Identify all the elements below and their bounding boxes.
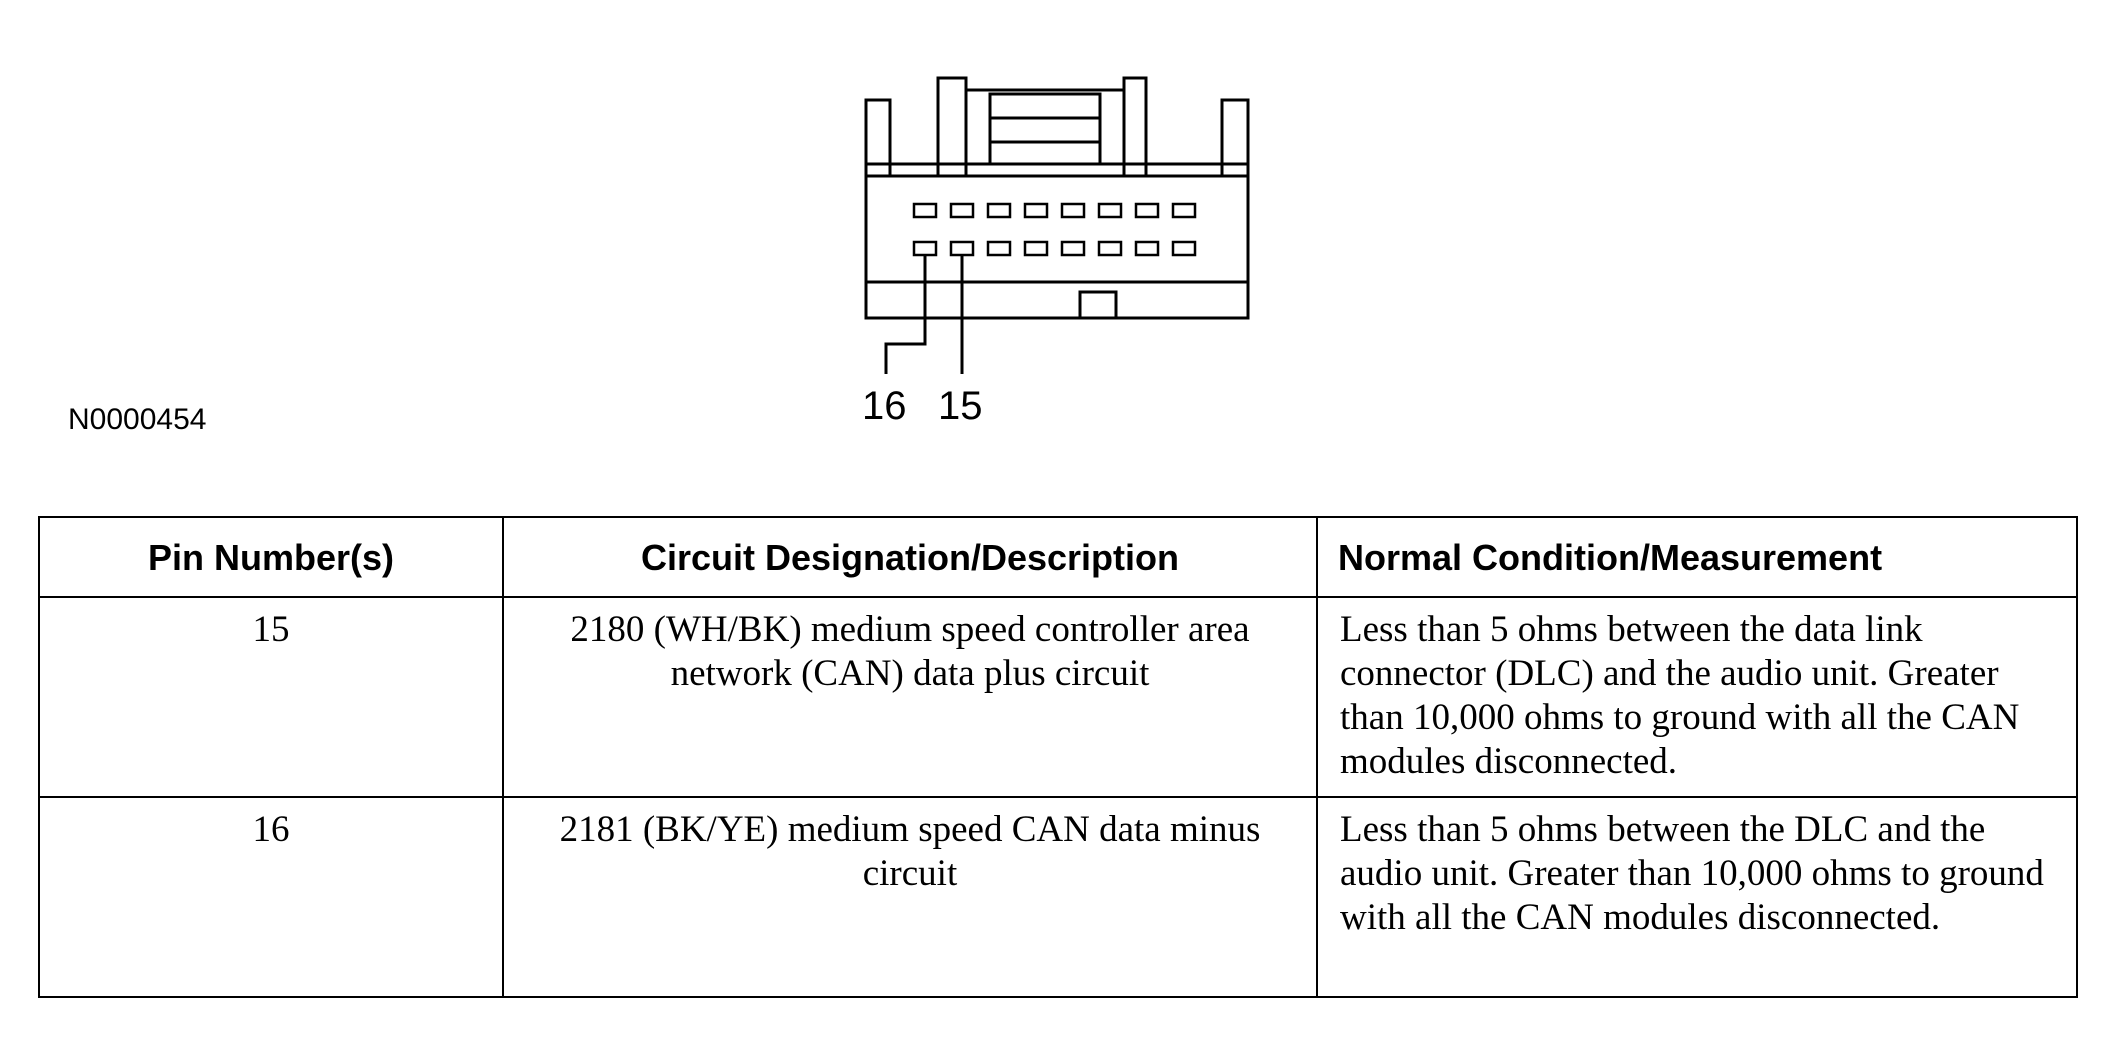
cavity-10 [1134, 240, 1160, 257]
cavity-3 [986, 202, 1012, 219]
cell-pin: 16 [38, 796, 504, 998]
header-circuit: Circuit Designation/Description [502, 516, 1318, 598]
table-header-row: Pin Number(s) Circuit Designation/Descri… [38, 516, 2078, 598]
table-row: 16 2181 (BK/YE) medium speed CAN data mi… [38, 796, 2078, 998]
cavity-12 [1060, 240, 1086, 257]
cavity-15 [949, 240, 975, 257]
cavity-5 [1060, 202, 1086, 219]
pin-table: Pin Number(s) Circuit Designation/Descri… [38, 516, 2078, 998]
cavity-6 [1097, 202, 1123, 219]
connector-right-post [1220, 98, 1250, 176]
cavity-2 [949, 202, 975, 219]
cell-pin: 15 [38, 596, 504, 798]
cavity-8 [1171, 202, 1197, 219]
terminal-cavities [912, 202, 1197, 257]
cell-circuit: 2181 (BK/YE) medium speed CAN data minus… [502, 796, 1318, 998]
table-row: 15 2180 (WH/BK) medium speed controller … [38, 596, 2078, 798]
cavity-4 [1023, 202, 1049, 219]
pin-label-16: 16 [862, 384, 907, 428]
cell-measurement: Less than 5 ohms between the DLC and the… [1316, 796, 2078, 998]
cavity-1 [912, 202, 938, 219]
diagram-id: N0000454 [68, 403, 207, 436]
cavity-13 [1023, 240, 1049, 257]
connector-diagram: 16 15 N0000454 [0, 0, 2118, 470]
cavity-11 [1097, 240, 1123, 257]
connector-key-slot [1078, 290, 1118, 320]
header-pin-number: Pin Number(s) [38, 516, 504, 598]
cavity-7 [1134, 202, 1160, 219]
cavity-14 [986, 240, 1012, 257]
connector-left-post [864, 98, 892, 176]
connector-face-drawing [864, 76, 1250, 374]
cell-circuit: 2180 (WH/BK) medium speed controller are… [502, 596, 1318, 798]
cavity-16 [912, 240, 938, 257]
connector-lock-window [988, 92, 1102, 166]
connector-lock-tab [936, 76, 1148, 176]
cell-measurement: Less than 5 ohms between the data link c… [1316, 596, 2078, 798]
header-measurement: Normal Condition/Measurement [1316, 516, 2078, 598]
connector-body [864, 174, 1250, 320]
pin-label-15: 15 [938, 384, 983, 428]
cavity-9 [1171, 240, 1197, 257]
leader-line-pin-16 [884, 255, 927, 374]
